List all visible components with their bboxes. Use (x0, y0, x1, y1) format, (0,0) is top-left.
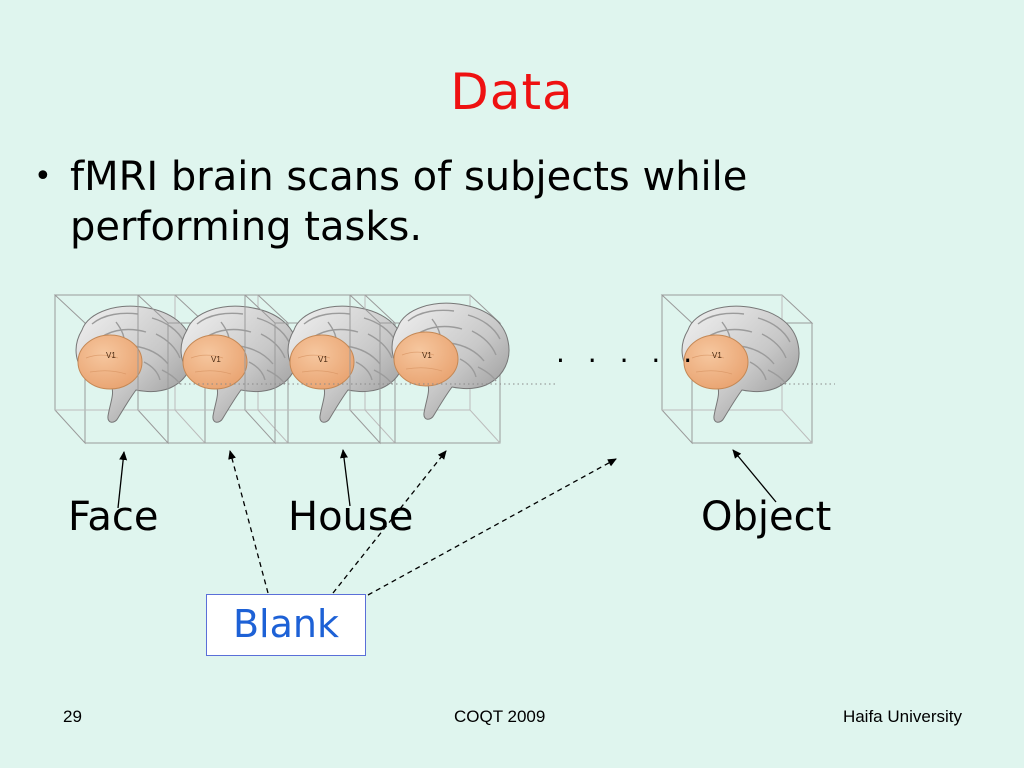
fmri-scan-diagram: V1 V1 V1 V1 V1 . . . . (0, 270, 1024, 690)
scan-volume-blank-1: V1 (137, 294, 299, 444)
slide-number: 29 (63, 707, 82, 726)
v1-region-label: V1 (422, 351, 432, 360)
v1-region-label: V1 (318, 355, 328, 364)
footer-conference: COQT 2009 (454, 707, 546, 726)
blank-label-box: Blank (206, 594, 366, 656)
v1-region-label: V1 (211, 355, 221, 364)
scan-volume-house: V1 (244, 294, 406, 444)
footer-institution: Haifa University (842, 707, 962, 726)
bullet-icon: • (34, 159, 52, 194)
scan-sequence-graphic: V1 V1 V1 V1 V1 (54, 294, 835, 596)
scan-volume-object: V1 (661, 294, 813, 444)
bullet-item: • fMRI brain scans of subjects while per… (34, 152, 864, 252)
blank-arrow-1 (228, 450, 269, 594)
object-arrow (732, 449, 777, 503)
object-label: Object (701, 494, 832, 540)
slide-title: Data (450, 63, 574, 121)
bullet-list: • fMRI brain scans of subjects while per… (34, 152, 864, 252)
house-arrow (340, 449, 351, 507)
blank-arrow-3 (367, 458, 617, 596)
continuation-ellipsis: . . . . . (556, 336, 700, 369)
scan-volume-blank-2: V1 (349, 294, 510, 444)
house-label: House (288, 494, 414, 540)
face-arrow (117, 451, 128, 509)
v1-region-label: V1 (712, 351, 722, 360)
bullet-text: fMRI brain scans of subjects while perfo… (70, 154, 748, 250)
blank-arrow-2 (332, 450, 447, 594)
v1-region-label: V1 (106, 351, 116, 360)
face-label: Face (68, 494, 159, 540)
scan-volume-face: V1 (54, 294, 206, 444)
